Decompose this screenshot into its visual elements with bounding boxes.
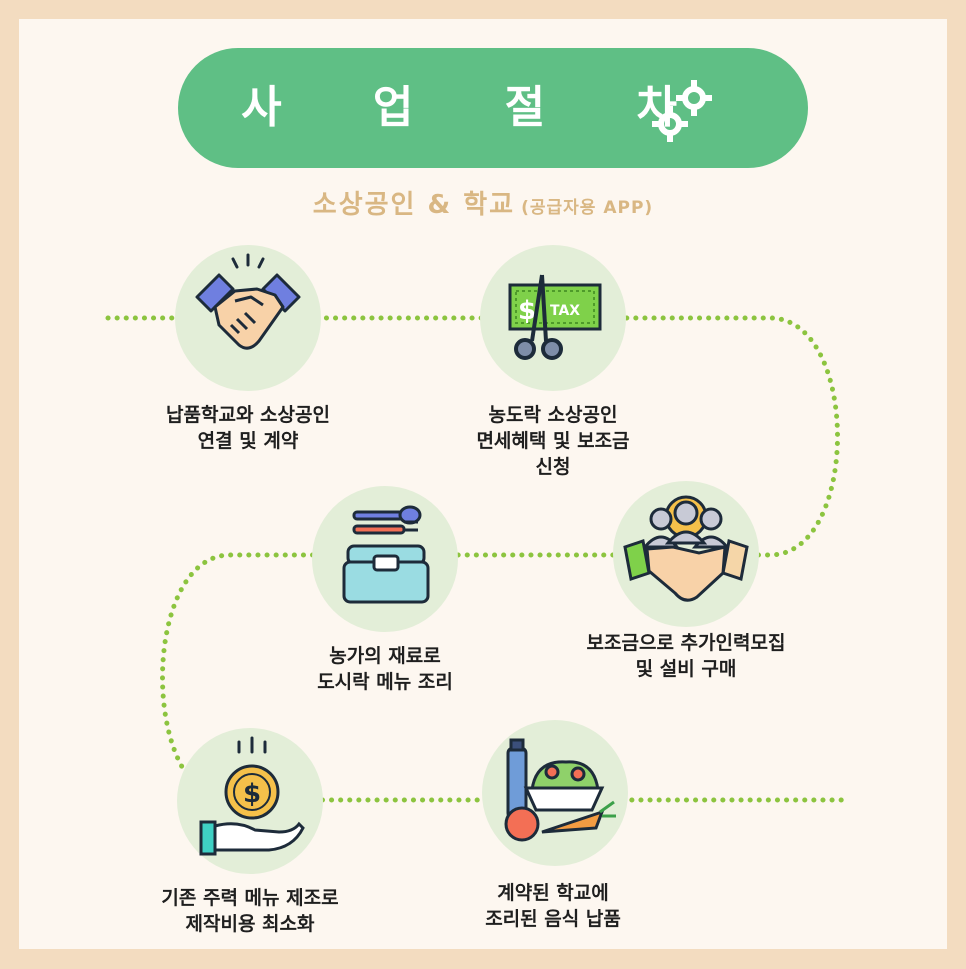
step-1-line-1: 납품학교와 소상공인 — [166, 404, 330, 426]
step-1-caption: 납품학교와 소상공인 연결 및 계약 — [98, 402, 398, 454]
step-6-node — [482, 720, 628, 866]
tax-label: TAX — [550, 303, 580, 319]
step-5-line-1: 기존 주력 메뉴 제조로 — [161, 887, 339, 909]
svg-text:$: $ — [518, 296, 536, 326]
step-3-line-1: 보조금으로 추가인력모집 — [586, 632, 786, 654]
subtitle-note: (공급자용 APP) — [521, 198, 654, 218]
step-2-line-3: 신청 — [535, 456, 571, 478]
step-2-line-1: 농도락 소상공인 — [488, 404, 618, 426]
svg-text:$: $ — [243, 779, 261, 809]
step-3-node — [613, 481, 759, 627]
subtitle: 소상공인 & 학교(공급자용 APP) — [0, 184, 966, 221]
step-3-caption: 보조금으로 추가인력모집 및 설비 구매 — [536, 630, 836, 682]
step-4-caption: 농가의 재료로 도시락 메뉴 조리 — [235, 643, 535, 695]
step-4-line-2: 도시락 메뉴 조리 — [317, 671, 453, 693]
page-title: 사 업 절 차 — [241, 82, 715, 133]
step-5-line-2: 제작비용 최소화 — [185, 913, 315, 935]
groceries-icon — [504, 738, 616, 842]
step-4-node — [312, 486, 458, 632]
team-handshake-icon — [623, 495, 749, 602]
step-6-line-2: 조리된 음식 납품 — [485, 908, 621, 930]
step-5-node: $ — [177, 728, 323, 874]
lunchbox-icon — [342, 505, 430, 604]
step-6-caption: 계약된 학교에 조리된 음식 납품 — [403, 880, 703, 932]
step-6-line-1: 계약된 학교에 — [497, 882, 609, 904]
title-banner: 사 업 절 차 — [178, 48, 808, 168]
money-hand-icon: $ — [199, 736, 305, 856]
step-4-line-1: 농가의 재료로 — [329, 645, 441, 667]
step-1-node — [175, 245, 321, 391]
step-2-line-2: 면세혜택 및 보조금 — [476, 430, 630, 452]
step-5-caption: 기존 주력 메뉴 제조로 제작비용 최소화 — [100, 885, 400, 937]
step-2-node: $ TAX — [480, 245, 626, 391]
step-2-caption: 농도락 소상공인 면세혜택 및 보조금 신청 — [403, 402, 703, 480]
tax-cut-icon: $ TAX — [508, 274, 602, 360]
step-3-line-2: 및 설비 구매 — [635, 658, 737, 680]
gears-icon — [652, 80, 712, 142]
step-1-line-2: 연결 및 계약 — [197, 430, 299, 452]
subtitle-main: 소상공인 & 학교 — [312, 190, 516, 220]
handshake-icon — [195, 253, 301, 350]
